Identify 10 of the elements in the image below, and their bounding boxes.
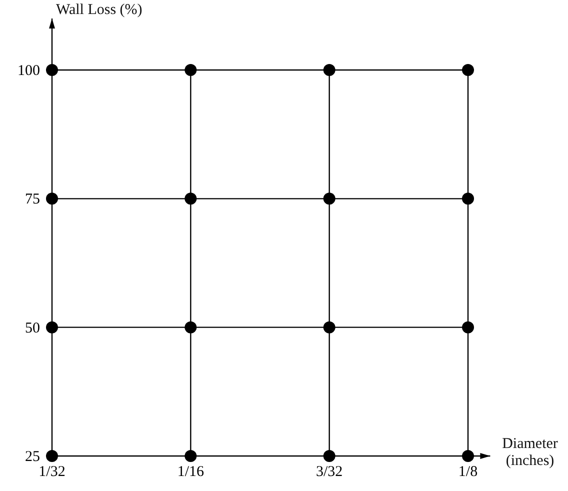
tick-label: 1/32 bbox=[38, 464, 66, 480]
axis-title: Diameter (inches) bbox=[501, 436, 559, 470]
tick-label: 1/16 bbox=[177, 464, 204, 480]
tick-label: 100 bbox=[18, 63, 40, 79]
tick-label: 25 bbox=[25, 449, 40, 465]
tick-label: 1/8 bbox=[458, 464, 478, 480]
axis-title: Wall Loss (%) bbox=[56, 2, 142, 19]
tick-label: 75 bbox=[25, 192, 40, 208]
tick-label: 3/32 bbox=[316, 464, 343, 480]
tick-label: 50 bbox=[25, 320, 40, 336]
